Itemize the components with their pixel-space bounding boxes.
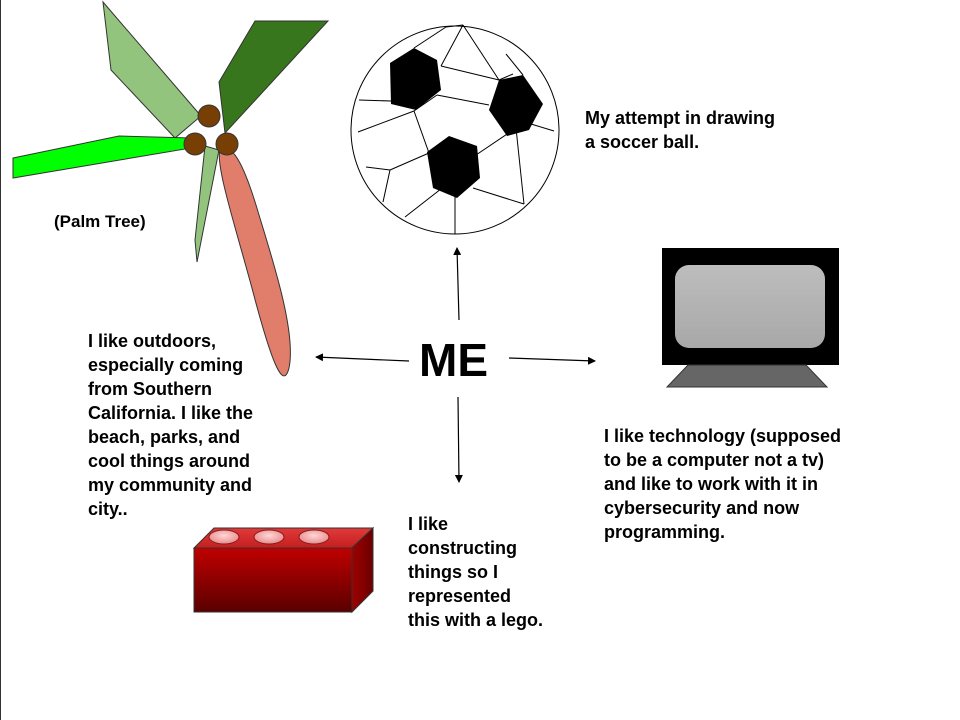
palm-leaf-light-top [102, 0, 202, 139]
soccer-ball-patch [427, 136, 480, 198]
palm-leaf-salmon [218, 147, 291, 377]
lego-brick-drawing [192, 526, 375, 614]
lego-stud [208, 529, 240, 545]
lego-stud [298, 529, 330, 545]
lego-caption: I like constructing things so I represen… [408, 514, 544, 630]
arrow-left [315, 353, 410, 362]
center-title: ME [419, 334, 488, 386]
coconut [183, 132, 207, 156]
palm-tree-caption: (Palm Tree) [54, 212, 146, 231]
coconut [215, 132, 239, 156]
palm-leaf-bright [12, 135, 192, 179]
palm-leaf-dark [218, 20, 330, 135]
lego-brick-front [193, 547, 353, 613]
monitor-screen [675, 265, 825, 348]
computer-monitor-drawing [662, 248, 839, 388]
soccer-ball-seams [357, 24, 555, 234]
soccer-ball-patch [489, 75, 543, 136]
arrows [315, 247, 596, 483]
soccer-ball-drawing [350, 24, 560, 235]
arrow-up [453, 247, 462, 321]
technology-caption: I like technology (supposed to be a comp… [604, 426, 842, 542]
arrow-down [454, 396, 463, 483]
coconut [197, 104, 221, 128]
palm-tree-drawing [12, 0, 330, 377]
soccer-caption: My attempt in drawing a soccer ball. [585, 108, 776, 152]
soccer-ball-patch [390, 48, 441, 110]
outdoors-caption: I like outdoors, especially coming from … [88, 331, 254, 519]
palm-leaf-light-lower [194, 145, 220, 263]
lego-stud [253, 529, 285, 545]
arrow-right [508, 356, 596, 365]
monitor-stand [665, 364, 829, 388]
